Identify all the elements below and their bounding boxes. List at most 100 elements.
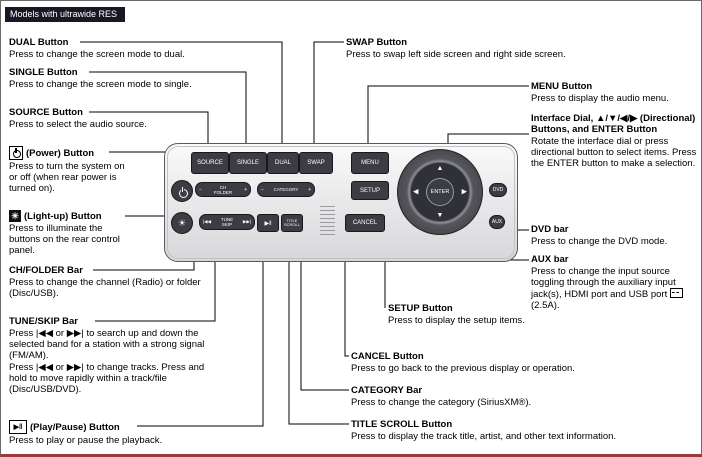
callout-playpause-title-text: (Play/Pause) Button [30, 421, 120, 433]
remote-setup-button: SETUP [351, 181, 389, 200]
remote-setup-label: SETUP [359, 187, 380, 194]
remote-title-label: TITLE [286, 217, 298, 223]
leader-line-swap [313, 41, 344, 150]
callout-category: CATEGORY Bar Press to change the categor… [351, 385, 696, 408]
callout-aux-desc: Press to change the input source togglin… [531, 266, 697, 311]
callout-menu-desc: Press to display the audio menu. [531, 93, 669, 104]
remote-single-label: SINGLE [236, 160, 259, 166]
callout-tuneskip: TUNE/SKIP Bar Press |◀◀ or ▶▶| to search… [9, 316, 209, 395]
callout-light-title-text: (Light-up) Button [24, 210, 102, 222]
callout-category-title: CATEGORY Bar [351, 385, 423, 396]
plus-icon: + [244, 186, 247, 193]
callout-chfolder-title: CH/FOLDER Bar [9, 265, 83, 276]
remote-category-bar: − CATEGORY + [257, 182, 315, 197]
skip-forward-icon: ▶▶| [242, 219, 251, 224]
remote-ch-label: CH [219, 184, 227, 190]
callout-playpause-desc: Press to play or pause the playback. [9, 435, 163, 446]
callout-single: SINGLE Button Press to change the screen… [9, 67, 209, 90]
light-icon: ☀ [9, 210, 21, 222]
light-icon: ☀ [177, 217, 187, 228]
callout-titlescroll-desc: Press to display the track title, artist… [351, 431, 617, 442]
remote-folder-label: FOLDER [213, 189, 233, 195]
callout-single-desc: Press to change the screen mode to singl… [9, 79, 192, 90]
remote-dual-button: DUAL [267, 152, 299, 174]
callout-setup: SETUP Button Press to display the setup … [388, 303, 588, 326]
callout-swap-title: SWAP Button [346, 37, 408, 48]
callout-power: (Power) Button Press to turn the system … [9, 146, 127, 194]
callout-titlescroll: TITLE SCROLL Button Press to display the… [351, 419, 696, 442]
speaker-grille [320, 206, 335, 236]
page-variant-tag: Models with ultrawide RES [5, 7, 126, 22]
remote-menu-button: MENU [351, 152, 389, 174]
callout-dual-title: DUAL Button [9, 37, 69, 48]
remote-swap-label: SWAP [307, 160, 325, 166]
remote-single-button: SINGLE [229, 152, 267, 174]
play-pause-icon: ▶‖ [264, 220, 272, 227]
callout-source-title: SOURCE Button [9, 107, 83, 118]
remote-aux-bar: AUX [489, 215, 505, 229]
callout-cancel: CANCEL Button Press to go back to the pr… [351, 351, 696, 374]
callout-dvd: DVD bar Press to change the DVD mode. [531, 224, 697, 247]
callout-aux-desc-post: (2.5A). [531, 300, 560, 311]
remote-dvd-bar: DVD [489, 183, 507, 197]
callout-tuneskip-desc1: Press |◀◀ or ▶▶| to search up and down t… [9, 328, 205, 361]
minus-icon: − [261, 186, 264, 193]
callout-menu-title: MENU Button [531, 81, 593, 92]
remote-play-pause-button: ▶‖ [257, 214, 279, 232]
callout-dial-title: Interface Dial, ▲/▼/◀/▶ (Directional) Bu… [531, 113, 696, 135]
callout-light-desc: Press to illuminate the buttons on the r… [9, 223, 120, 256]
leader-line-menu [367, 85, 529, 150]
power-icon [9, 146, 23, 160]
callout-menu: MENU Button Press to display the audio m… [531, 81, 697, 104]
callout-dvd-desc: Press to change the DVD mode. [531, 236, 668, 247]
remote-scroll-label: SCROLL [283, 222, 300, 227]
callout-dvd-title: DVD bar [531, 224, 569, 235]
left-arrow-icon: ◀ [413, 188, 419, 196]
up-arrow-icon: ▲ [436, 165, 444, 172]
directional-pad: ▲ ▼ ◀ ▶ ENTER [410, 162, 470, 222]
callout-setup-desc: Press to display the setup items. [388, 315, 525, 326]
callout-setup-title: SETUP Button [388, 303, 453, 314]
remote-menu-label: MENU [361, 160, 379, 166]
remote-dual-label: DUAL [274, 160, 291, 166]
remote-cancel-label: CANCEL [352, 220, 378, 226]
callout-category-desc: Press to change the category (SiriusXM®)… [351, 397, 532, 408]
callout-light: ☀ (Light-up) Button Press to illuminate … [9, 210, 127, 256]
callout-titlescroll-title: TITLE SCROLL Button [351, 419, 453, 430]
callout-playpause-title: ▶‖ (Play/Pause) Button [9, 420, 239, 434]
remote-source-button: SOURCE [191, 152, 229, 174]
remote-dvd-label: DVD [492, 187, 504, 193]
callout-dual: DUAL Button Press to change the screen m… [9, 37, 209, 60]
callout-swap-desc: Press to swap left side screen and right… [346, 49, 566, 60]
minus-icon: − [199, 186, 202, 193]
callout-light-title: ☀ (Light-up) Button [9, 210, 127, 222]
callout-power-title-text: (Power) Button [26, 147, 95, 159]
right-arrow-icon: ▶ [461, 188, 467, 196]
callout-dial-desc: Rotate the interface dial or press direc… [531, 136, 697, 169]
remote-power-button [171, 180, 193, 202]
remote-light-button: ☀ [171, 212, 193, 234]
remote-cancel-button: CANCEL [345, 214, 385, 232]
down-arrow-icon: ▼ [436, 212, 444, 219]
remote-source-label: SOURCE [197, 160, 223, 166]
remote-enter-label: ENTER [430, 189, 450, 195]
remote-enter-button: ENTER [426, 178, 454, 206]
remote-aux-label: AUX [491, 219, 503, 225]
callout-swap: SWAP Button Press to swap left side scre… [346, 37, 696, 60]
usb-icon [669, 288, 683, 298]
callout-single-title: SINGLE Button [9, 67, 78, 78]
plus-icon: + [308, 186, 311, 193]
callout-tuneskip-desc2: Press |◀◀ or ▶▶| to change tracks. Press… [9, 362, 205, 395]
callout-power-title: (Power) Button [9, 146, 127, 160]
callout-aux: AUX bar Press to change the input source… [531, 254, 697, 311]
callout-cancel-title: CANCEL Button [351, 351, 424, 362]
callout-dial: Interface Dial, ▲/▼/◀/▶ (Directional) Bu… [531, 113, 699, 169]
callout-source: SOURCE Button Press to select the audio … [9, 107, 209, 130]
callout-cancel-desc: Press to go back to the previous display… [351, 363, 575, 374]
remote-skip-label: SKIP [221, 222, 233, 227]
